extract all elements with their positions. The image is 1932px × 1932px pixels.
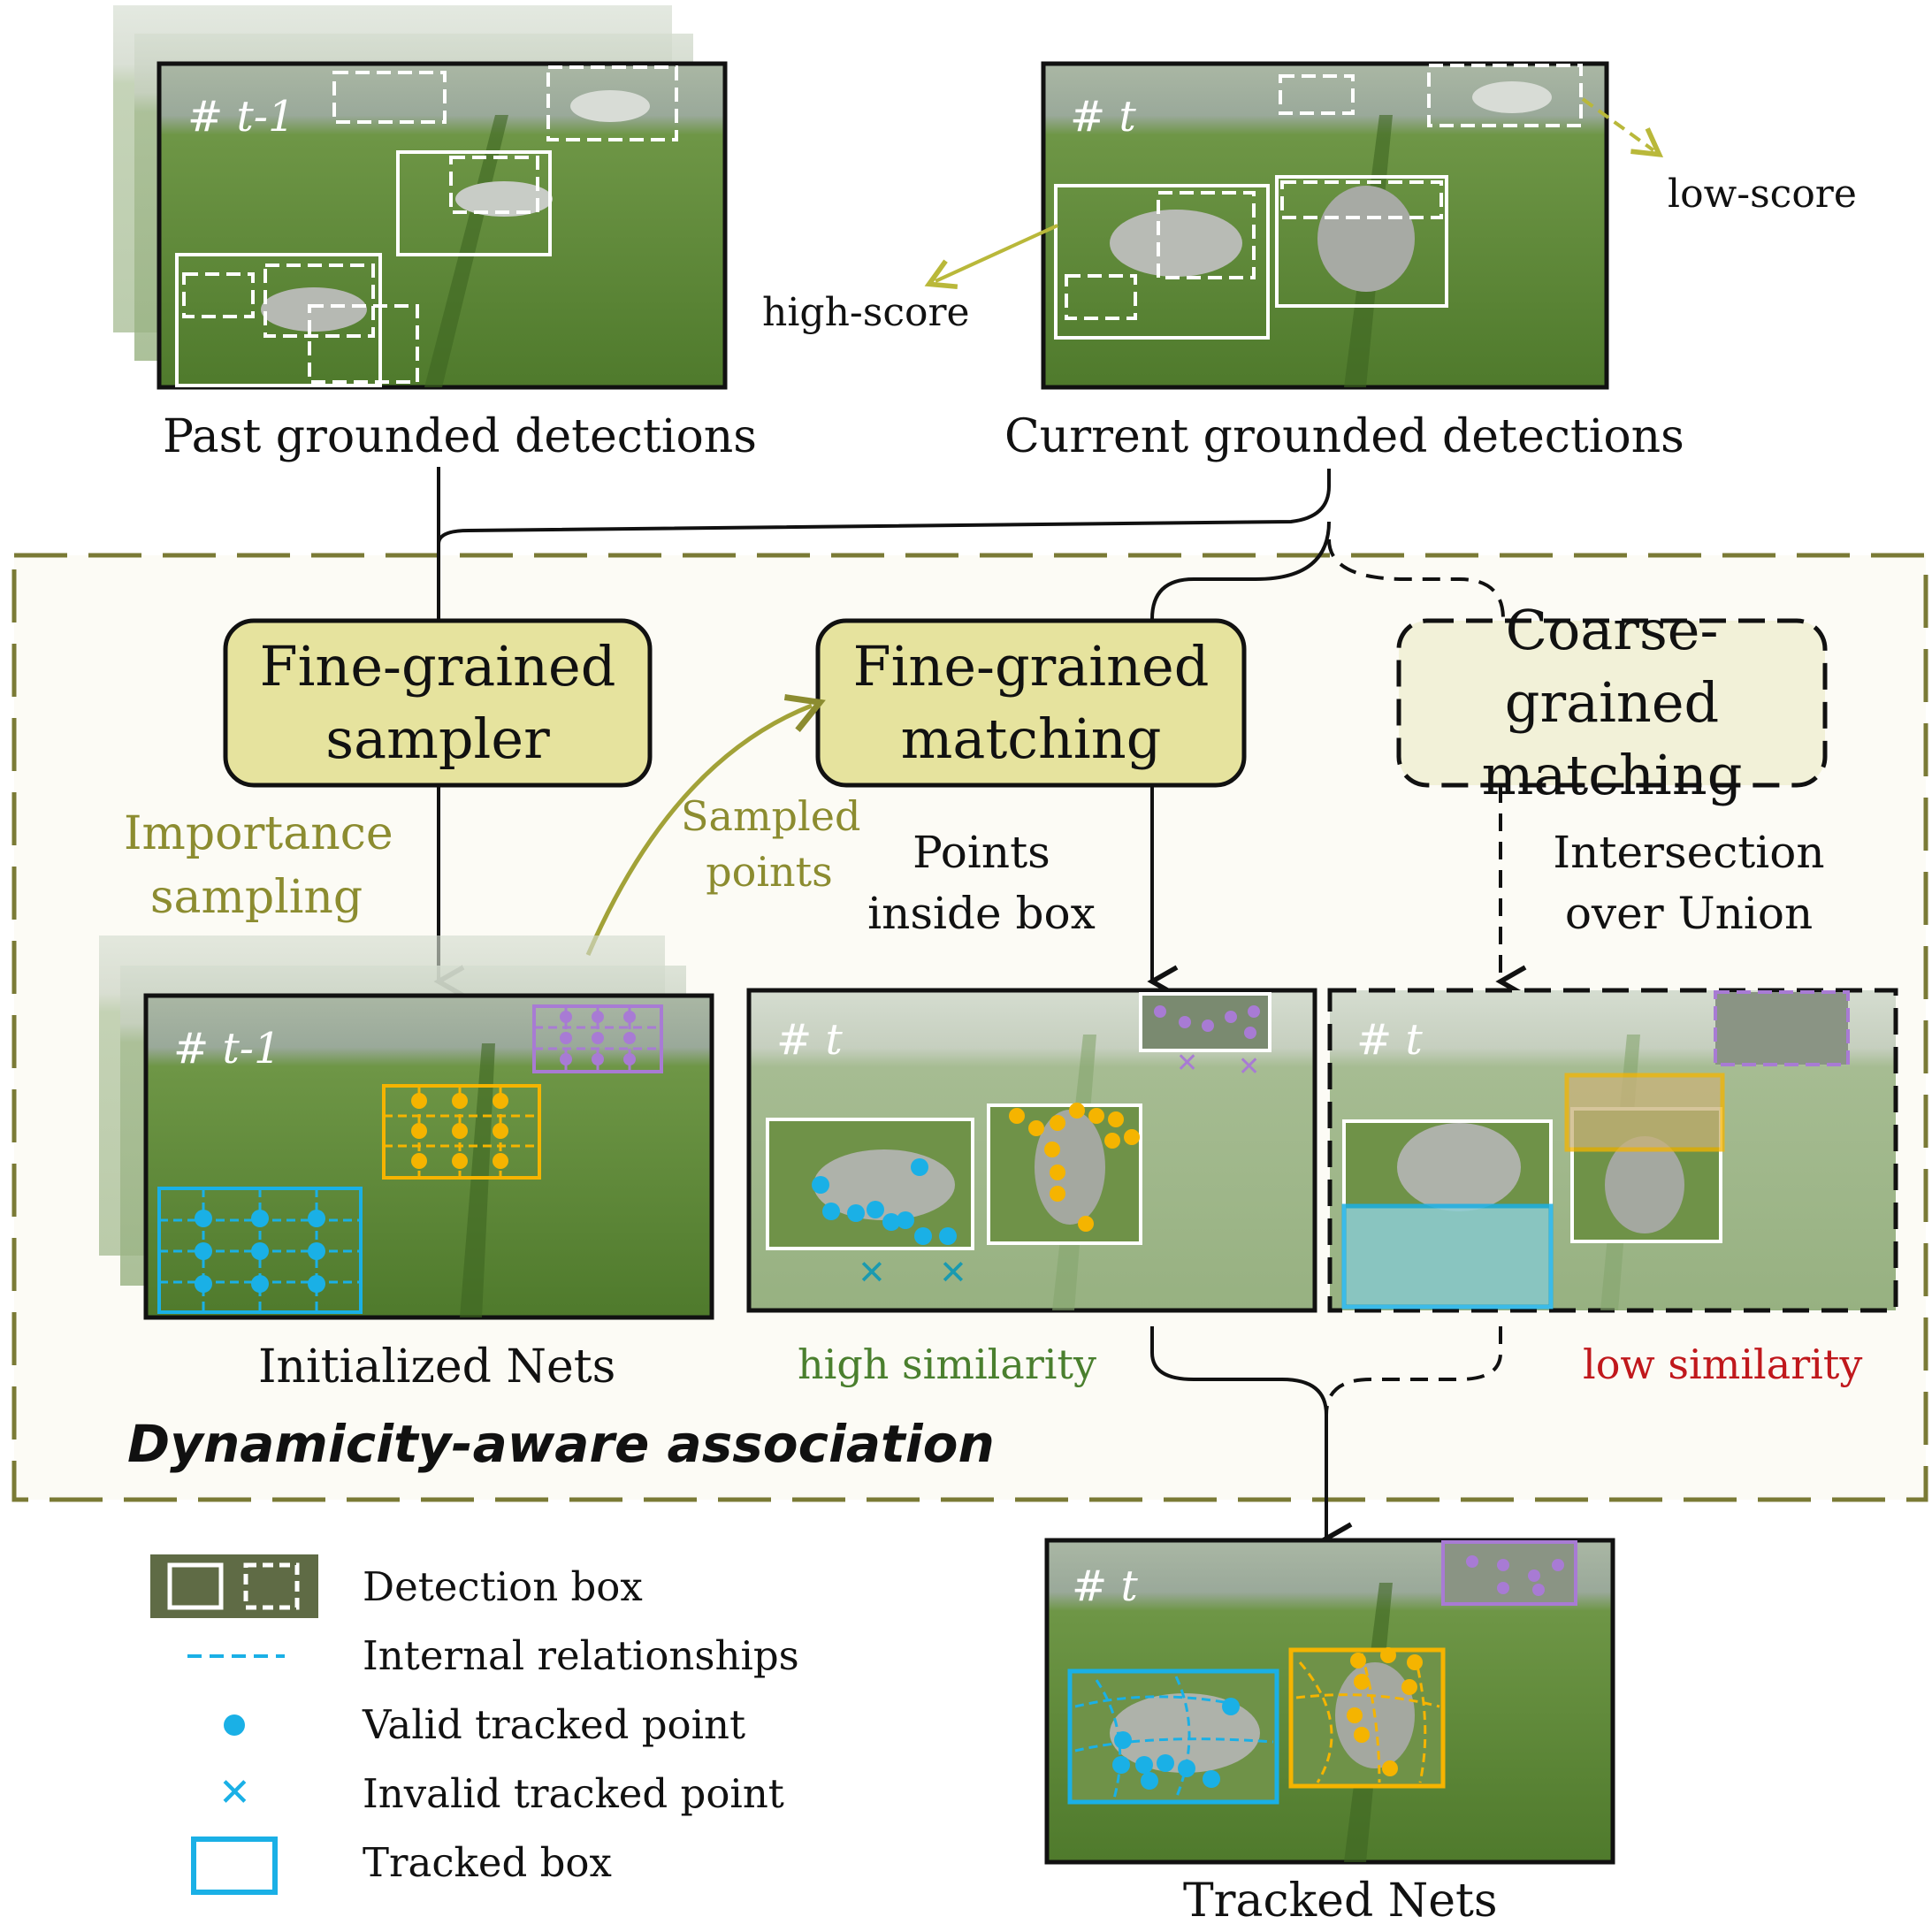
current-to-fine-line [1150, 521, 1331, 620]
dot-icon [224, 1714, 245, 1736]
current-caption: Current grounded detections [1004, 410, 1684, 463]
importance-line1: Importance [124, 807, 393, 860]
coarse-to-tracked-line [1325, 1326, 1502, 1416]
iou-line2: over Union [1564, 888, 1814, 939]
fine-match-frame: ✕ ✕ ✕ ✕ [746, 988, 1317, 1313]
tracked-box-icon [191, 1837, 278, 1895]
sampled-line1: Sampled [681, 792, 861, 840]
fine-matching-label: Fine-grained matching [818, 621, 1244, 785]
svg-text:✕: ✕ [858, 1253, 886, 1292]
sampled-line2: points [706, 848, 833, 897]
tracked-nets-tag: # t [1072, 1562, 1138, 1611]
sampler-label: Fine-grained sampler [225, 621, 650, 785]
legend-valid-point: Valid tracked point [363, 1701, 746, 1748]
points-line2: inside box [867, 888, 1096, 939]
fine-to-tracked-line [1150, 1326, 1328, 1416]
past-frame [157, 61, 728, 390]
importance-sampling-label: Importance sampling [124, 803, 393, 930]
fine-matching-line1: Fine-grained [852, 634, 1210, 699]
fine-match-tag: # t [776, 1015, 843, 1065]
low-similarity-label: low similarity [1583, 1340, 1863, 1388]
coarse-match-tag: # t [1356, 1015, 1423, 1065]
coarse-matching-label: Coarse-grained matching [1399, 598, 1825, 807]
iou-line1: Intersection [1553, 827, 1825, 878]
svg-text:✕: ✕ [939, 1253, 967, 1292]
init-nets-tag: # t-1 [173, 1024, 281, 1073]
legend-detection-box: Detection box [363, 1563, 643, 1610]
importance-line2: sampling [149, 870, 363, 924]
high-score-label: high-score [762, 290, 970, 335]
legend-invalid-point: Invalid tracked point [363, 1770, 784, 1817]
points-inside-box-label: Points inside box [849, 822, 1114, 944]
svg-text:✕: ✕ [1238, 1051, 1260, 1082]
points-line1: Points [913, 827, 1050, 878]
sampler-line2: sampler [325, 706, 550, 771]
iou-label: Intersection over Union [1539, 822, 1839, 944]
current-to-coarse-line [1327, 538, 1505, 620]
coarse-grained-matching-box [1396, 618, 1828, 788]
sampler-line1: Fine-grained [259, 634, 616, 699]
high-similarity-label: high similarity [798, 1340, 1096, 1388]
coarse-matching-line2: matching [1481, 742, 1743, 807]
low-score-arrow [1581, 97, 1664, 158]
current-frame [1041, 61, 1609, 390]
tracked-nets-caption: Tracked Nets [1183, 1875, 1498, 1928]
svg-text:✕: ✕ [1176, 1048, 1198, 1079]
current-frame-tag: # t [1070, 92, 1136, 141]
legend-internal-relationships: Internal relationships [363, 1632, 799, 1679]
past-caption: Past grounded detections [163, 410, 757, 463]
fine-matching-line2: matching [900, 706, 1162, 771]
past-frame-tag: # t-1 [187, 92, 295, 141]
init-nets-frame [143, 993, 714, 1320]
init-nets-caption: Initialized Nets [258, 1340, 616, 1394]
sampled-points-arrow [585, 694, 826, 956]
low-score-label: low-score [1668, 172, 1857, 217]
association-title: Dynamicity-aware association [127, 1414, 995, 1474]
merge-line [437, 469, 1331, 545]
tracked-nets-frame [1044, 1538, 1615, 1865]
legend-tracked-box: Tracked box [363, 1839, 612, 1886]
coarse-match-frame [1327, 988, 1898, 1313]
sampled-points-label: Sampled points [681, 789, 861, 901]
high-score-arrow [924, 224, 1058, 290]
coarse-matching-line1: Coarse-grained [1504, 598, 1720, 736]
cross-icon: ✕ [218, 1770, 251, 1815]
detection-box-icon [150, 1554, 318, 1618]
